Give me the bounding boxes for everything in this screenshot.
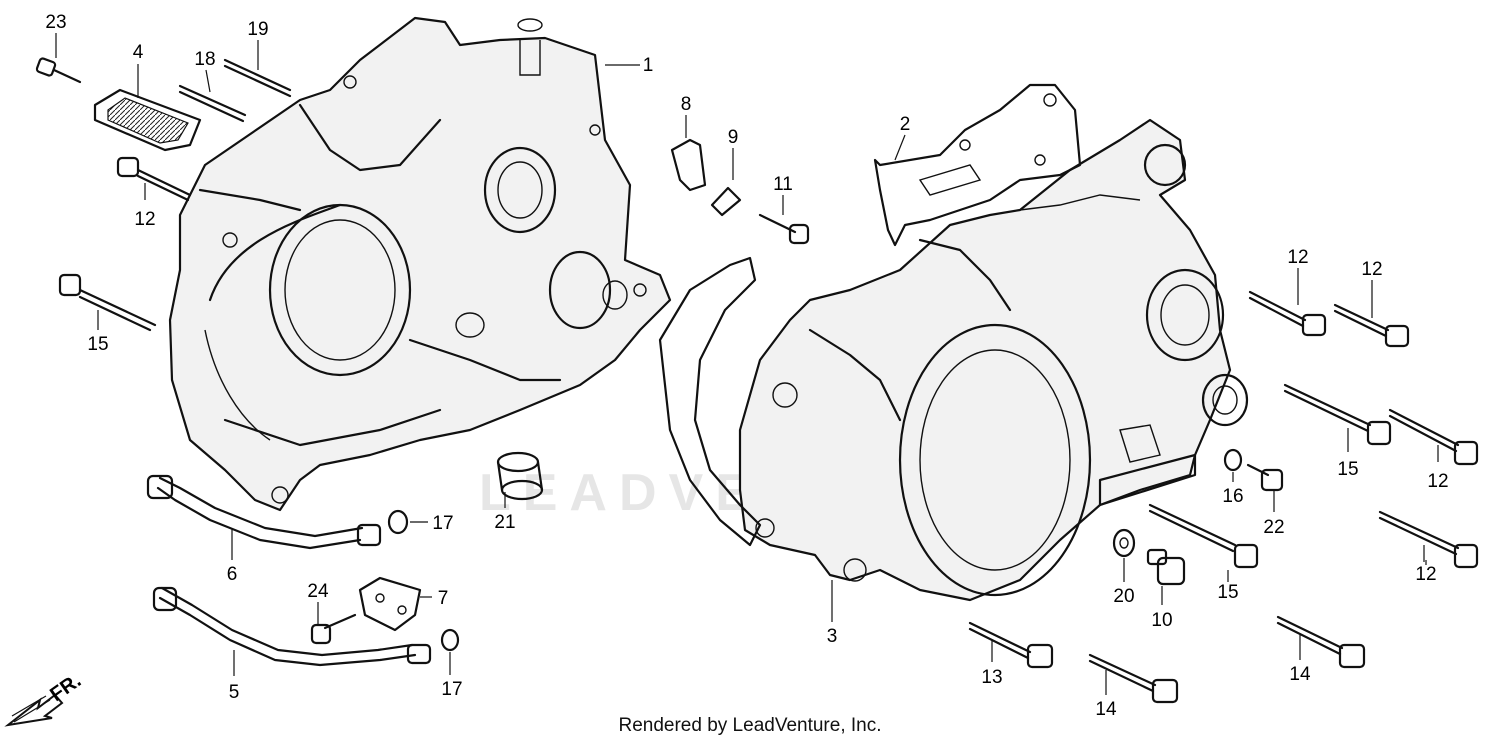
callout-17-upper: 17 bbox=[432, 513, 453, 534]
callout-1: 1 bbox=[643, 55, 654, 76]
oil-hoses bbox=[146, 474, 432, 667]
callout-18: 18 bbox=[194, 49, 215, 70]
callout-12-left: 12 bbox=[134, 209, 155, 230]
screen-part bbox=[93, 88, 202, 152]
callout-4: 4 bbox=[133, 42, 144, 63]
callout-24: 24 bbox=[307, 581, 329, 602]
leader-lines bbox=[55, 33, 1439, 695]
callouts: 23 19 4 18 1 12 15 8 9 11 2 12 12 15 12 … bbox=[45, 12, 1448, 720]
gasket bbox=[658, 83, 1082, 547]
callout-6: 6 bbox=[227, 564, 238, 585]
callout-3: 3 bbox=[827, 626, 838, 647]
callout-17-lower: 17 bbox=[441, 679, 462, 700]
callout-12-lower: 12 bbox=[1415, 564, 1436, 585]
bolts bbox=[35, 57, 1479, 704]
callout-11: 11 bbox=[773, 174, 793, 195]
callout-12-right-a: 12 bbox=[1287, 247, 1308, 268]
callout-10: 10 bbox=[1151, 610, 1172, 631]
callout-2: 2 bbox=[900, 114, 911, 135]
callout-15-right: 15 bbox=[1337, 459, 1358, 480]
callout-12-right-c: 12 bbox=[1427, 471, 1448, 492]
callout-8: 8 bbox=[681, 94, 692, 115]
callout-7: 7 bbox=[438, 588, 449, 609]
callout-21: 21 bbox=[494, 512, 515, 533]
callout-20: 20 bbox=[1113, 586, 1134, 607]
callout-12-right-b: 12 bbox=[1361, 259, 1382, 280]
right-crankcase bbox=[738, 118, 1249, 602]
callout-23: 23 bbox=[45, 12, 66, 33]
left-crankcase bbox=[168, 16, 672, 512]
callout-14-right: 14 bbox=[1289, 664, 1311, 685]
callout-15-left: 15 bbox=[87, 334, 108, 355]
callout-22: 22 bbox=[1263, 517, 1284, 538]
callout-19: 19 bbox=[247, 19, 268, 40]
callout-16: 16 bbox=[1222, 486, 1243, 507]
callout-5: 5 bbox=[229, 682, 240, 703]
callout-15-mid: 15 bbox=[1217, 582, 1238, 603]
footer-credit: Rendered by LeadVenture, Inc. bbox=[618, 715, 882, 736]
callout-13: 13 bbox=[981, 667, 1002, 688]
callout-14-lower: 14 bbox=[1095, 699, 1117, 720]
callout-9: 9 bbox=[728, 127, 739, 148]
